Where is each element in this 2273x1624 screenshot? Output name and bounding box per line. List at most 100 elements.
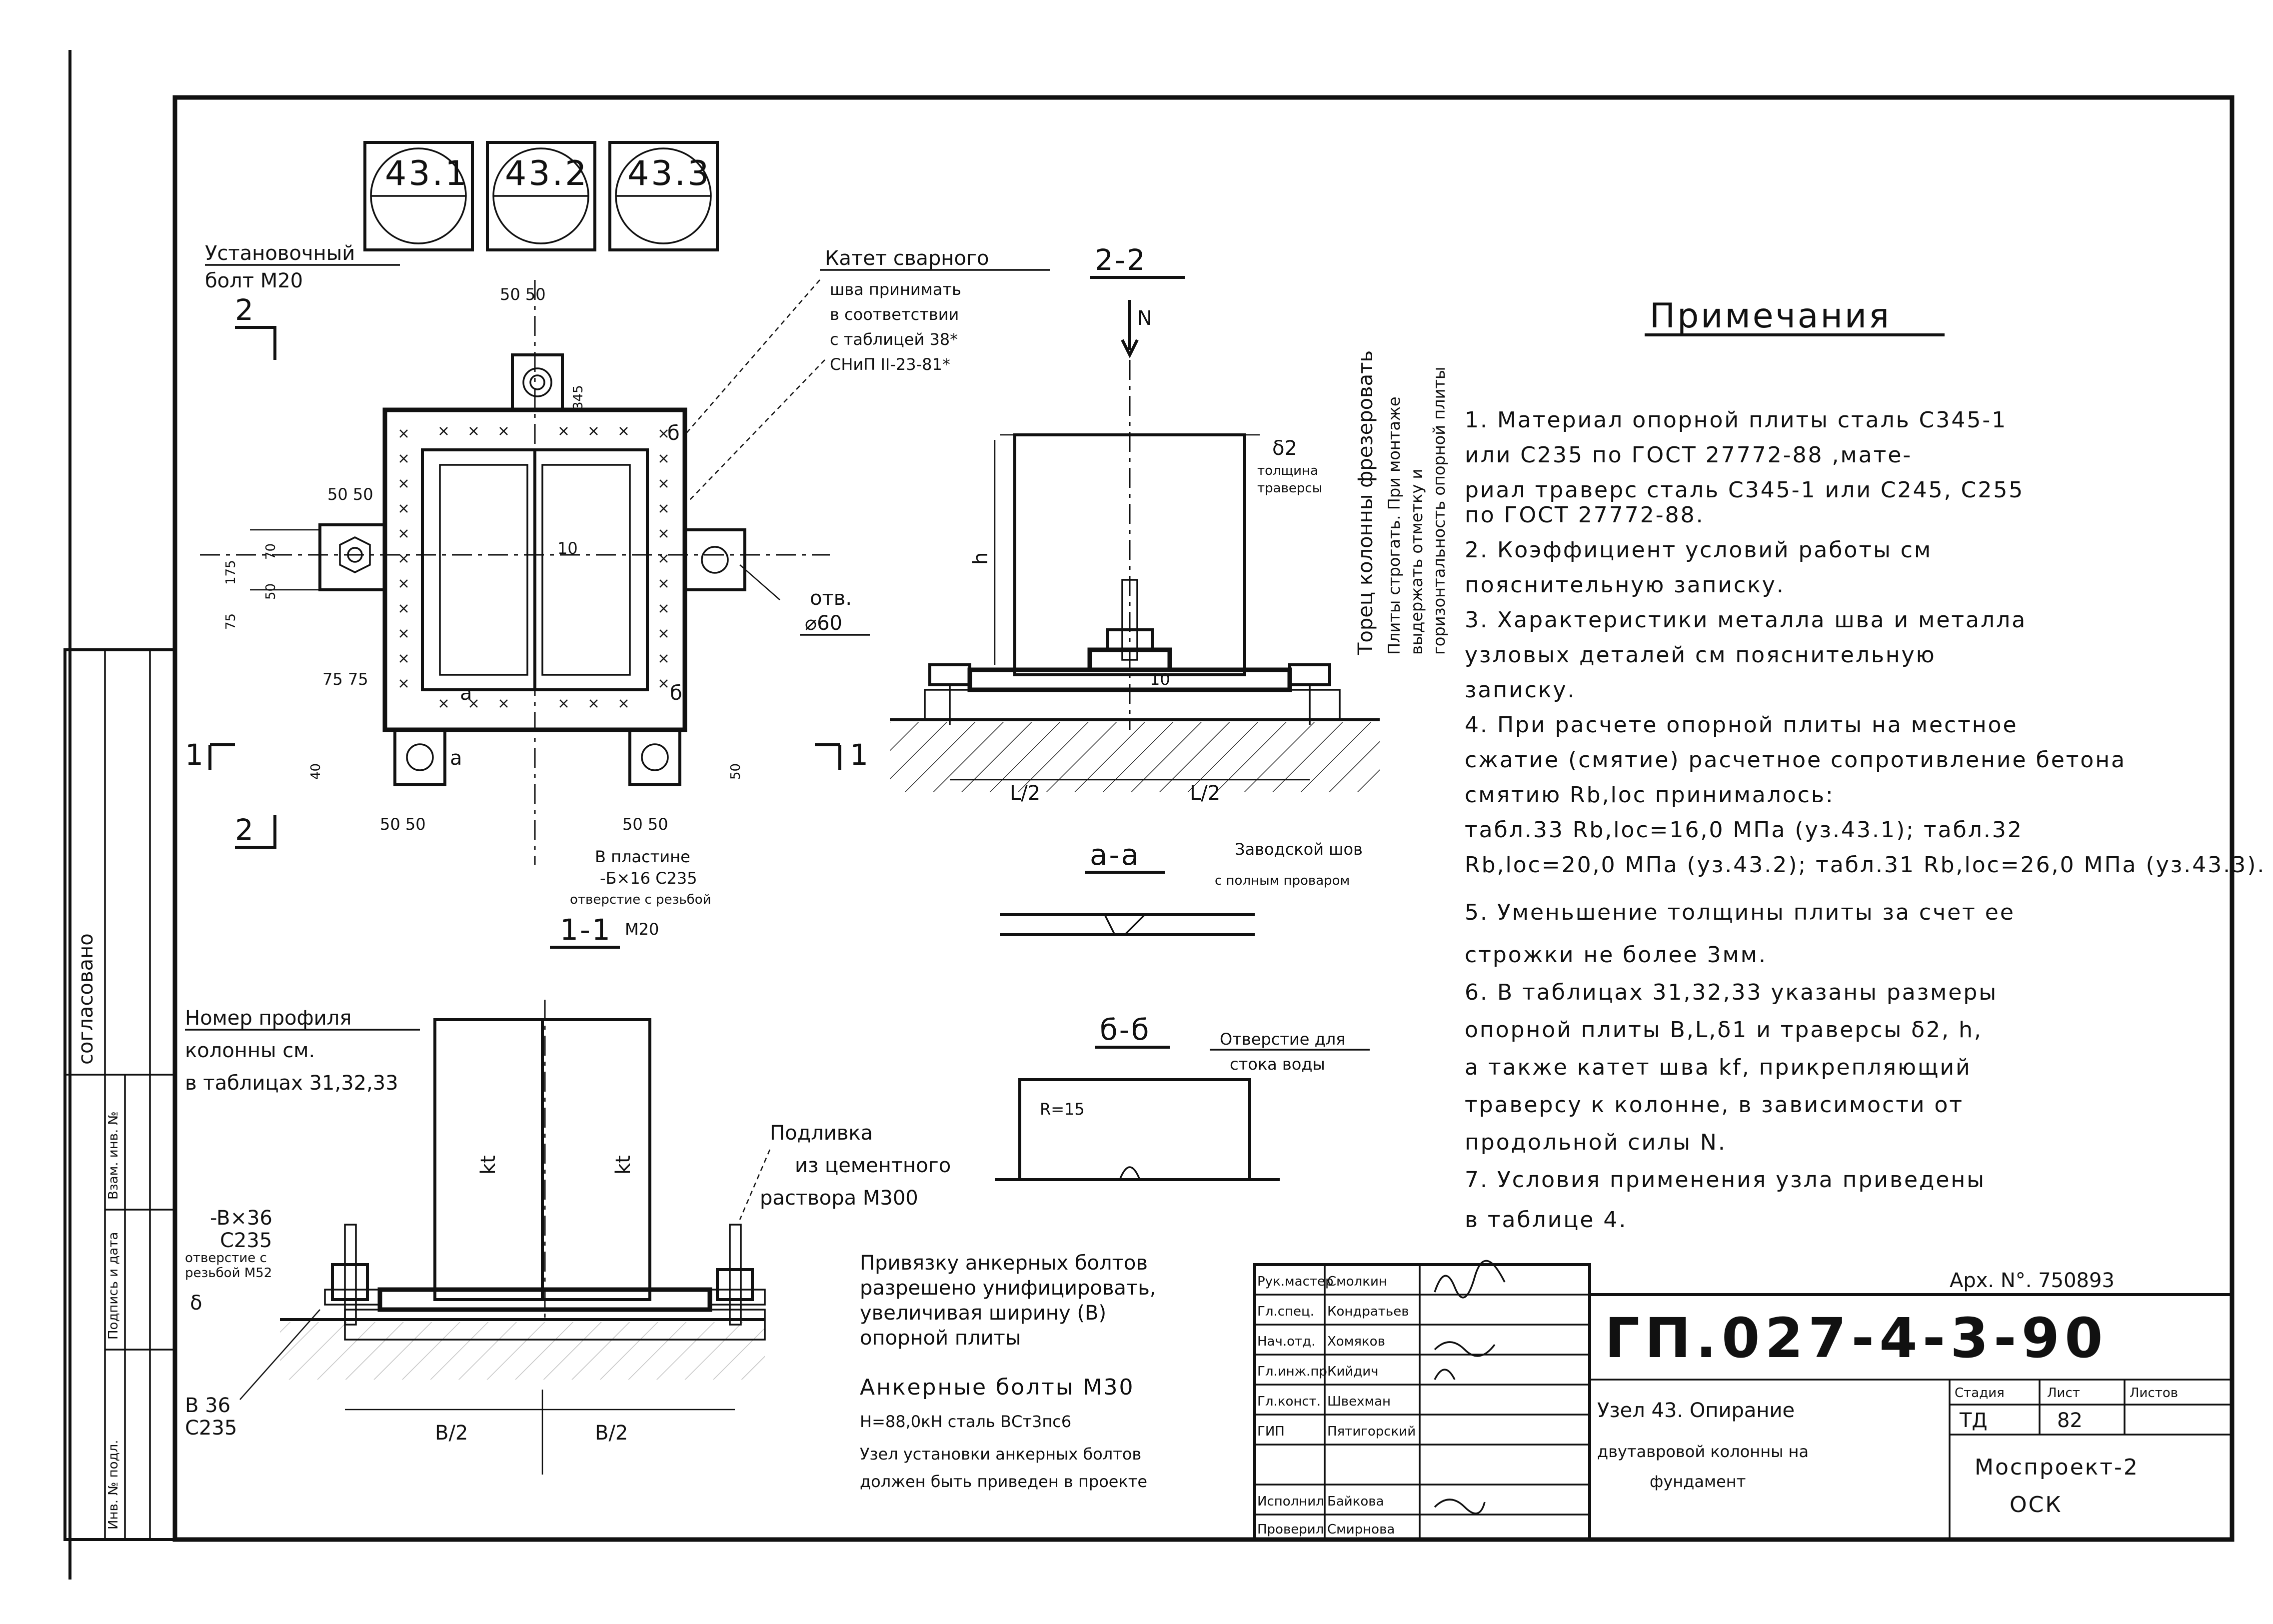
half-l-right: L/2	[1190, 782, 1220, 805]
node-marks: 43.1 43.2 43.3	[363, 141, 719, 251]
section-1-1-label: 1-1	[560, 913, 612, 947]
svg-text:сжатие (смятие) расчетное сопр: сжатие (смятие) расчетное сопротивление …	[1465, 747, 2126, 773]
force-n: N	[1137, 307, 1152, 330]
svg-text:Торец колонны фрезеровать: Торец колонны фрезеровать	[1354, 350, 1377, 655]
kt-right: kt	[612, 1155, 635, 1175]
section-1-left: 1	[185, 738, 205, 772]
svg-text:Рук.мастер: Рук.мастер	[1257, 1274, 1334, 1289]
svg-text:Исполнил: Исполнил	[1257, 1494, 1324, 1509]
plate-note-3: отверстие с резьбой	[570, 892, 711, 907]
mark-43-1: 43.1	[385, 154, 468, 193]
kt-left: kt	[477, 1155, 500, 1175]
dim-75-75: 75 75	[322, 670, 368, 689]
svg-text:фундамент: фундамент	[1650, 1472, 1746, 1491]
svg-text:1. Материал опорной плиты стал: 1. Материал опорной плиты сталь С345-1	[1465, 407, 2007, 433]
dim-bottom-50-50: 50 50	[380, 815, 426, 834]
drawing-code: ГП.027-4-3-90	[1605, 1306, 2108, 1370]
svg-text:должен быть приведен в проекте: должен быть приведен в проекте	[860, 1472, 1147, 1491]
section-2-bottom: 2	[235, 813, 255, 847]
plate-note-1: В пластине	[595, 847, 690, 866]
svg-text:4. При расчете опорной плит: 4. При расчете опорной плиты на местное	[1465, 712, 2018, 738]
svg-text:СНиП II-23-81*: СНиП II-23-81*	[830, 355, 950, 374]
svg-text:Привязку анкерных болтов: Привязку анкерных болтов	[860, 1252, 1148, 1275]
svg-text:продольной силы N.: продольной силы N.	[1465, 1130, 1727, 1155]
notes-block: Примечания 1. Материал опорной плиты ста…	[1465, 296, 2266, 1233]
plan-view: Установочный болт М20 2 50 50 345	[185, 242, 870, 949]
svg-text:H=88,0кН сталь ВСт3пс6: H=88,0кН сталь ВСт3пс6	[860, 1412, 1071, 1431]
ten-mark: 10	[1150, 670, 1170, 689]
approved-label: согласовано	[74, 933, 97, 1065]
svg-text:с таблицей 38*: с таблицей 38*	[830, 330, 958, 349]
section-2-2-label: 2-2	[1095, 243, 1147, 277]
approval-strip: согласовано Инв. № подл. Подпись и дата …	[63, 648, 176, 1541]
half-b-left: B/2	[435, 1422, 468, 1445]
svg-text:2. Коэффициент условий ра: 2. Коэффициент условий работы см	[1465, 537, 1932, 563]
r15: R=15	[1040, 1100, 1085, 1119]
mark-b-bottom: б	[670, 682, 682, 705]
notes-heading: Примечания	[1650, 296, 1891, 336]
svg-text:Гл.инж.пр.: Гл.инж.пр.	[1257, 1364, 1331, 1379]
half-b-right: B/2	[595, 1422, 628, 1445]
svg-text:в соответствии: в соответствии	[830, 305, 959, 324]
plate-note-2: -Б×16 С235	[600, 869, 697, 888]
svg-text:или С235 по ГОСТ 27772-88: или С235 по ГОСТ 27772-88 ,мате-	[1465, 442, 1912, 468]
svg-text:горизонтальность опорной плиты: горизонтальность опорной плиты	[1430, 367, 1449, 655]
svg-text:Байкова: Байкова	[1327, 1494, 1384, 1509]
grout-note: Подливка из цементного раствора М300	[739, 1122, 951, 1220]
dim-top-50-50: 50 50	[500, 285, 546, 304]
svg-text:ТД: ТД	[1959, 1409, 1988, 1432]
hole-label: отв.	[810, 587, 852, 610]
dim-50-right: 50	[728, 763, 743, 780]
svg-text:смятию Rb,loc принималось:: смятию Rb,loc принималось:	[1465, 782, 1835, 808]
strip-col-3: Взам. инв. №	[106, 1111, 121, 1200]
svg-text:Плиты строгать. При монтаже: Плиты строгать. При монтаже	[1385, 396, 1404, 655]
svg-text:Швехман: Швехман	[1327, 1394, 1391, 1409]
bolt-label-1: Установочный	[205, 242, 355, 265]
svg-text:увеличивая ширину (B): увеличивая ширину (B)	[860, 1302, 1106, 1325]
delta2-note-1: толщина	[1257, 463, 1318, 478]
svg-text:82: 82	[2057, 1409, 2083, 1432]
svg-text:записку.: записку.	[1465, 677, 1576, 703]
svg-text:Узел 43. Опирание: Узел 43. Опирание	[1597, 1399, 1795, 1422]
dim-75: 75	[223, 613, 238, 630]
dim-70: 70	[263, 543, 278, 560]
section-a-a: a-a Заводской шов с полным проваром	[1000, 838, 1363, 936]
mark-43-2: 43.2	[505, 154, 588, 193]
bolt-label-2: болт М20	[205, 269, 303, 292]
section-1-1: Номер профиля колонны см. в таблицах 31,…	[185, 1000, 766, 1475]
mark-a-left: a	[450, 747, 462, 770]
svg-text:опорной плиты B,L,δ1 и траверс: опорной плиты B,L,δ1 и траверсы δ2, h,	[1465, 1017, 1983, 1043]
section-b-b-label: б-б	[1100, 1013, 1150, 1047]
dim-left-50-50: 50 50	[327, 485, 373, 504]
svg-text:двутавровой колонны на: двутавровой колонны на	[1597, 1442, 1809, 1461]
svg-text:Стадия: Стадия	[1955, 1386, 2005, 1401]
svg-text:Смирнова: Смирнова	[1327, 1522, 1395, 1537]
aa-note-1: Заводской шов	[1235, 840, 1363, 859]
mark-a-inner: a	[460, 682, 472, 705]
strip-col-2: Подпись и дата	[106, 1232, 121, 1340]
svg-text:Номер профиля: Номер профиля	[185, 1007, 351, 1030]
plate-note-4: М20	[625, 920, 659, 939]
weld-note: Катет сварного шва принимать в соответст…	[684, 247, 1050, 500]
svg-text:опорной плиты: опорной плиты	[860, 1327, 1021, 1350]
svg-text:6. В таблицах 31,32,33 указаны: 6. В таблицах 31,32,33 указаны размеры	[1465, 980, 1998, 1005]
svg-text:риал траверс сталь С345-1 или: риал траверс сталь С345-1 или С245, С255	[1465, 477, 2024, 503]
section-2-2: 2-2 N h δ2 толщина траверсы 10 L/2 L/2	[890, 243, 1380, 805]
section-a-a-label: a-a	[1090, 838, 1140, 872]
vertical-note: Торец колонны фрезеровать Плиты строгать…	[1354, 350, 1449, 655]
svg-text:Катет сварного: Катет сварного	[825, 247, 989, 270]
dim-175: 175	[223, 560, 238, 585]
svg-text:выдержать отметку и: выдержать отметку и	[1407, 469, 1426, 655]
b36-label: -B×36	[210, 1207, 272, 1230]
hole-dia: ⌀60	[805, 612, 842, 635]
svg-text:раствора М300: раствора М300	[760, 1187, 918, 1210]
svg-text:Подливка: Подливка	[770, 1122, 873, 1145]
svg-text:Rb,loc=20,0 МПа (уз.43.2); таб: Rb,loc=20,0 МПа (уз.43.2); табл.31 Rb,lo…	[1465, 852, 2266, 878]
svg-text:Моспроект-2: Моспроект-2	[1975, 1455, 2139, 1480]
svg-text:в таблицах 31,32,33: в таблицах 31,32,33	[185, 1072, 398, 1095]
dim-bottom-50-50-b: 50 50	[622, 815, 668, 834]
svg-text:шва принимать: шва принимать	[830, 280, 961, 299]
delta2: δ2	[1272, 437, 1297, 460]
bb-note-1: Отверстие для	[1220, 1030, 1345, 1049]
svg-text:Проверил: Проверил	[1257, 1522, 1324, 1537]
